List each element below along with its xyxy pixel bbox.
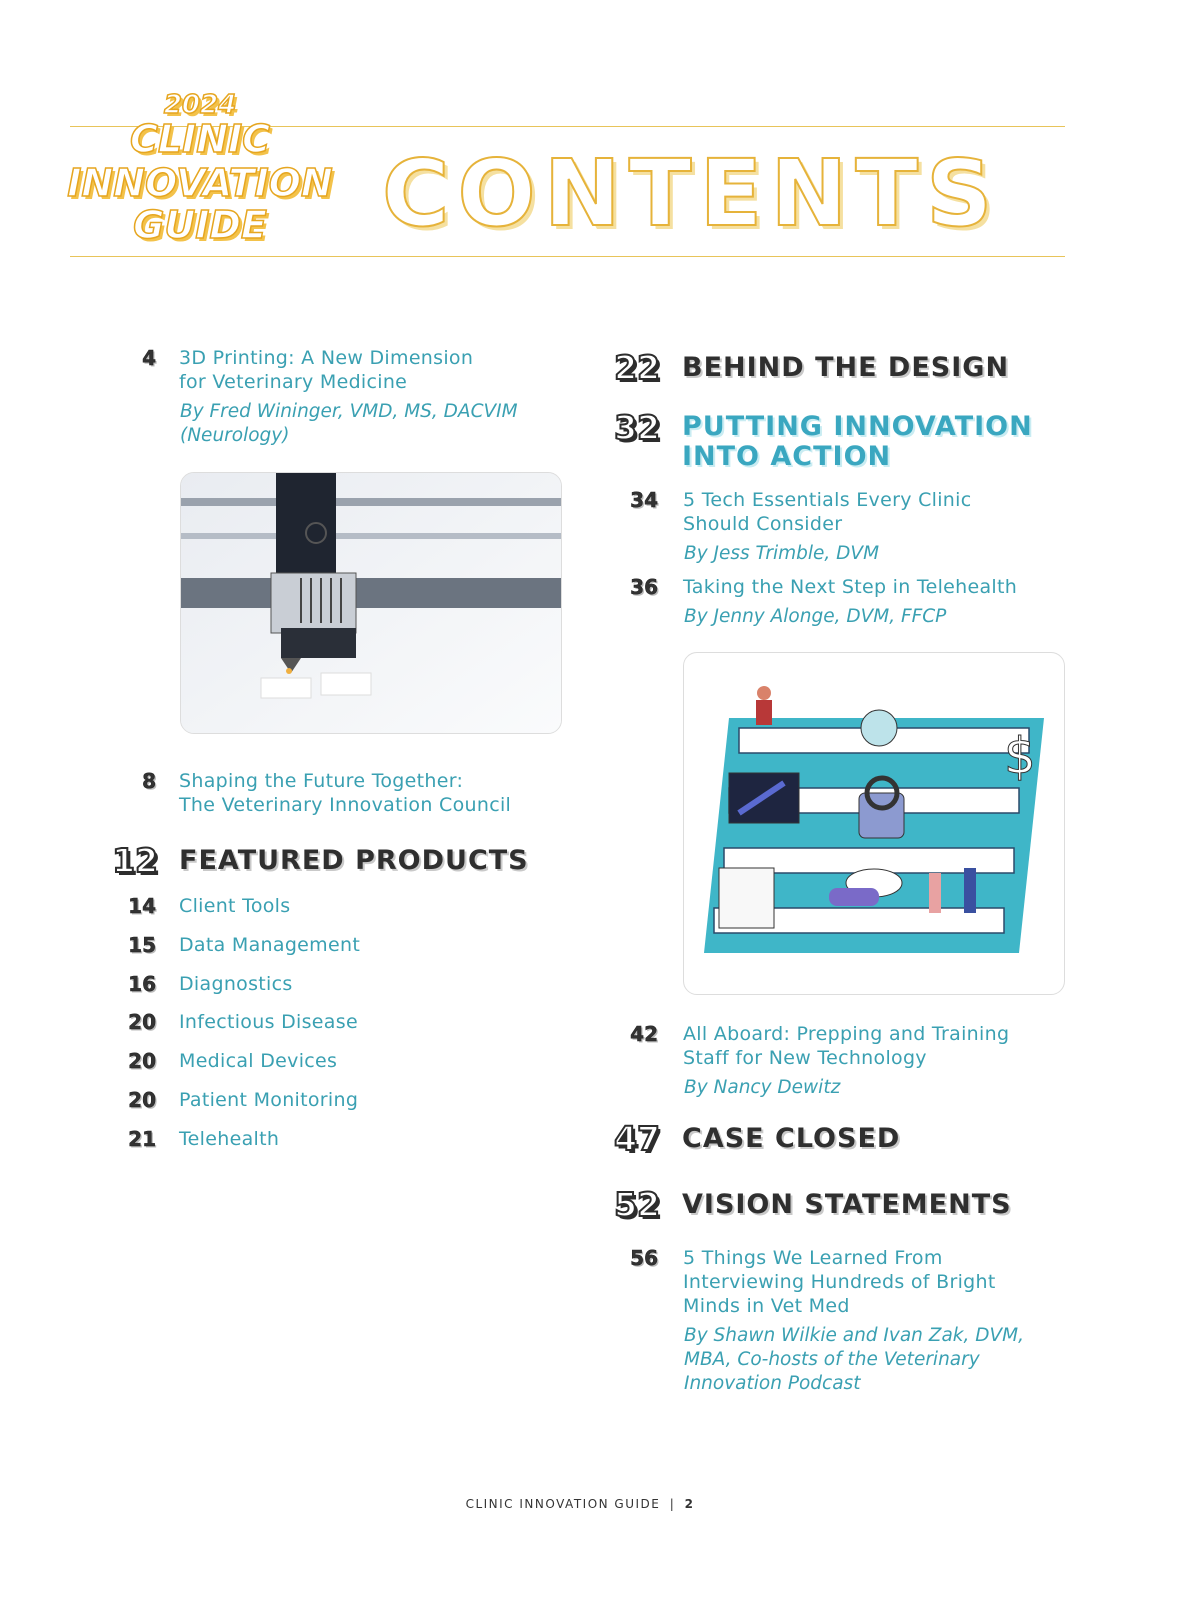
footer-page-number: 2 <box>684 1497 695 1511</box>
section-heading[interactable]: CASE CLOSED <box>682 1123 901 1154</box>
page-number: 4 <box>142 346 156 371</box>
product-category-link[interactable]: Infectious Disease <box>179 1011 358 1034</box>
article-title[interactable]: 5 Things We Learned From Interviewing Hu… <box>683 1246 996 1318</box>
logo-year: 2024 <box>163 90 237 120</box>
byline: By Shawn Wilkie and Ivan Zak, DVM, MBA, … <box>684 1324 1024 1396</box>
title-line: Minds in Vet Med <box>683 1295 850 1317</box>
product-category-link[interactable]: Client Tools <box>179 895 291 917</box>
svg-text:$: $ <box>1004 727 1036 785</box>
page-number: 16 <box>128 971 156 996</box>
heading-line: PUTTING INNOVATION <box>682 411 1033 442</box>
header-rule-top <box>70 126 1065 127</box>
section-page-number: 22 <box>613 347 661 388</box>
product-category-link[interactable]: Telehealth <box>179 1127 280 1150</box>
section-page-number: 47 <box>613 1118 661 1159</box>
byline-line: Innovation Podcast <box>684 1373 861 1394</box>
byline-line: By Shawn Wilkie and Ivan Zak, DVM, <box>684 1325 1025 1346</box>
title-line: All Aboard: Prepping and Training <box>683 1023 1010 1045</box>
byline-line: (Neurology) <box>180 425 290 446</box>
page-number: 8 <box>142 769 156 794</box>
byline: By Jess Trimble, DVM <box>684 543 880 564</box>
section-heading[interactable]: VISION STATEMENTS <box>682 1189 1012 1220</box>
page-number: 15 <box>128 932 156 958</box>
byline: By Nancy Dewitz <box>684 1077 841 1098</box>
page-number: 20 <box>128 1088 156 1113</box>
title-line: Shaping the Future Together: <box>179 770 464 792</box>
page-title: CONTENTS <box>381 139 1001 248</box>
article-title[interactable]: All Aboard: Prepping and Training Staff … <box>683 1022 1009 1070</box>
heading-line: INTO ACTION <box>682 441 892 472</box>
page-number: 20 <box>128 1049 156 1074</box>
section-page-number: 12 <box>111 840 159 881</box>
header-rule-bottom <box>70 256 1065 257</box>
3d-printer-photo <box>180 472 562 734</box>
title-line: 3D Printing: A New Dimension <box>179 347 474 369</box>
title-line: Staff for New Technology <box>683 1047 927 1069</box>
title-line: Should Consider <box>683 513 843 535</box>
title-line: The Veterinary Innovation Council <box>179 794 512 816</box>
logo-line3: GUIDE <box>132 203 267 247</box>
byline-line: By Fred Wininger, VMD, MS, DACVIM <box>180 401 518 422</box>
product-category-link[interactable]: Data Management <box>179 933 361 956</box>
page-number: 36 <box>630 575 658 600</box>
article-title[interactable]: 5 Tech Essentials Every Clinic Should Co… <box>683 488 971 536</box>
product-category-link[interactable]: Patient Monitoring <box>179 1089 359 1111</box>
page-footer: CLINIC INNOVATION GUIDE | 2 <box>465 1497 695 1511</box>
byline: By Jenny Alonge, DVM, FFCP <box>684 606 947 627</box>
article-title[interactable]: 3D Printing: A New Dimension for Veterin… <box>179 346 473 394</box>
byline: By Fred Wininger, VMD, MS, DACVIM (Neuro… <box>180 400 518 448</box>
title-line: 5 Things We Learned From <box>683 1247 943 1269</box>
product-category-link[interactable]: Medical Devices <box>179 1050 338 1073</box>
footer-publication: CLINIC INNOVATION GUIDE <box>465 1497 661 1511</box>
page-number: 21 <box>128 1126 156 1152</box>
title-line: Interviewing Hundreds of Bright <box>683 1271 996 1293</box>
title-line: 5 Tech Essentials Every Clinic <box>683 489 972 511</box>
section-heading[interactable]: BEHIND THE DESIGN <box>682 352 1010 383</box>
guide-logo: 2024 CLINIC INNOVATION GUIDE <box>55 90 345 247</box>
section-heading[interactable]: PUTTING INNOVATION INTO ACTION <box>682 412 1033 472</box>
page-number: 56 <box>630 1246 658 1271</box>
product-category-link[interactable]: Diagnostics <box>179 972 293 995</box>
board-game-illustration: $ <box>683 652 1065 995</box>
page-number: 20 <box>128 1010 156 1035</box>
byline-line: MBA, Co-hosts of the Veterinary <box>684 1349 980 1370</box>
title-line: for Veterinary Medicine <box>179 371 408 393</box>
article-title[interactable]: Shaping the Future Together: The Veterin… <box>179 769 511 817</box>
page-number: 42 <box>630 1022 658 1047</box>
logo-line1: CLINIC <box>129 117 271 161</box>
section-heading[interactable]: FEATURED PRODUCTS <box>179 845 529 876</box>
page-number: 14 <box>128 894 156 919</box>
section-page-number: 32 <box>613 407 661 448</box>
article-title[interactable]: Taking the Next Step in Telehealth <box>683 576 1018 598</box>
logo-line2: INNOVATION <box>67 161 334 205</box>
page-number: 34 <box>630 488 658 513</box>
section-page-number: 52 <box>613 1184 661 1225</box>
